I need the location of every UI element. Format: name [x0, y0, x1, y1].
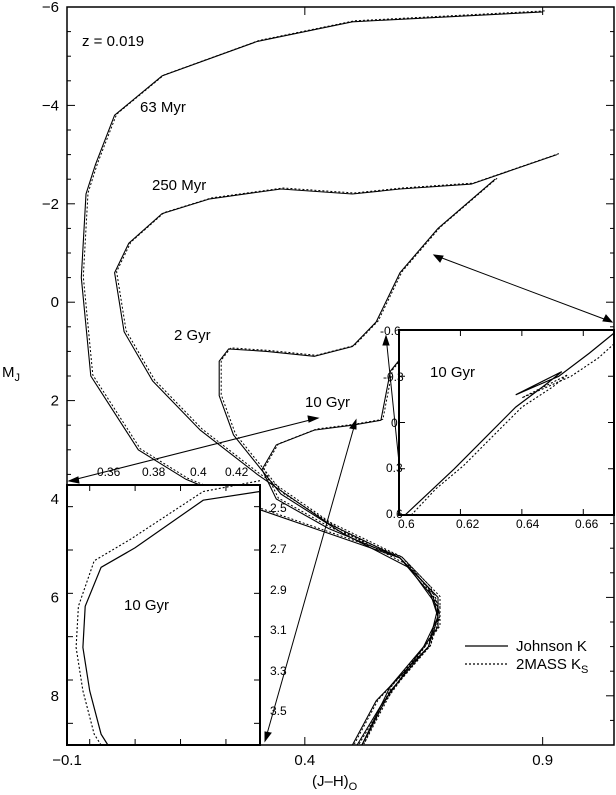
left-inset-label: 10 Gyr — [124, 597, 169, 614]
arrowhead-6 — [67, 476, 80, 484]
right-inset-ytick: 0.3 — [386, 461, 403, 475]
arrowhead-7 — [349, 418, 357, 430]
right-inset-ticks — [398, 329, 614, 516]
isochrone-solid-250-myr — [114, 154, 558, 746]
right-inset-label: 10 Gyr — [430, 364, 475, 381]
right-inset-curves — [404, 332, 615, 516]
arrow-left-upper — [68, 417, 319, 482]
inset-arrows — [67, 254, 614, 743]
left-inset-xtick: 0.4 — [190, 465, 207, 479]
left-inset: 0.36 0.38 0.4 0.42 2.5 2.7 2.9 3.1 3.3 3… — [66, 465, 287, 746]
right-inset-xtick: 0.6 — [398, 517, 415, 531]
isochrone-solid-2-gyr — [218, 178, 496, 746]
isochrone-dotted-250-myr — [116, 153, 560, 745]
y-tick-label: 2 — [51, 393, 59, 410]
legend: Johnson K 2MASS KS — [465, 638, 588, 676]
inset-curve-solid — [82, 490, 261, 746]
left-inset-ytick: 3.3 — [270, 664, 287, 678]
iso-label-63myr: 63 Myr — [140, 99, 186, 116]
right-inset-ytick: 0 — [391, 416, 398, 430]
left-inset-xtick: 0.38 — [142, 465, 166, 479]
arrow-left-lower — [264, 419, 357, 742]
main-curves — [80, 10, 560, 746]
isochrone-dotted-2-gyr — [220, 177, 498, 745]
y-tick-label: 6 — [51, 589, 59, 606]
inset-curve-dotted — [410, 343, 615, 516]
metallicity-annotation: z = 0.019 — [82, 33, 144, 50]
x-tick-label: −0.1 — [52, 752, 82, 769]
right-inset-ytick: 0.6 — [386, 507, 403, 521]
legend-label-johnson: Johnson K — [516, 638, 587, 655]
x-axis-title: (J–H)O — [312, 773, 358, 793]
isochrone-solid-10-gyr — [261, 341, 439, 746]
arrow-right-upper — [433, 254, 613, 323]
y-axis-title: MJ — [2, 364, 20, 384]
x-tick-label: 0.4 — [294, 752, 315, 769]
left-inset-xtick: 0.36 — [97, 465, 121, 479]
left-inset-ytick: 2.7 — [270, 542, 287, 556]
left-inset-ytick: 2.9 — [270, 583, 287, 597]
right-inset-xtick: 0.66 — [575, 517, 599, 531]
left-inset-ytick: 3.1 — [270, 623, 287, 637]
arrowhead-5 — [307, 415, 320, 423]
y-tick-label: 8 — [51, 688, 59, 705]
legend-label-2mass: 2MASS KS — [516, 656, 588, 676]
right-inset-xtick: 0.64 — [516, 517, 540, 531]
arrowhead-3 — [382, 334, 390, 346]
left-inset-frame — [66, 484, 261, 746]
arrowhead-1 — [432, 254, 444, 263]
iso-label-2gyr: 2 Gyr — [174, 327, 211, 344]
left-inset-ticks — [67, 485, 260, 745]
arrowhead-8 — [264, 731, 272, 743]
left-inset-ytick: 2.5 — [270, 501, 287, 515]
right-inset-xtick: 0.62 — [456, 517, 480, 531]
right-inset-ytick: -0.3 — [383, 370, 404, 384]
y-tick-label: 4 — [51, 491, 59, 508]
right-inset-ytick: -0.6 — [380, 324, 401, 338]
tick-labels: −6 −4 −2 0 2 4 6 8 −0.1 0.4 0.9 — [42, 0, 553, 769]
iso-label-250myr: 250 Myr — [152, 177, 206, 194]
isochrone-dotted-63-myr — [82, 10, 545, 745]
y-tick-label: −4 — [42, 97, 59, 114]
iso-label-10gyr: 10 Gyr — [305, 394, 350, 411]
left-inset-xtick: 0.42 — [225, 465, 249, 479]
arrowhead-2 — [602, 314, 614, 323]
y-tick-label: −2 — [42, 196, 59, 213]
x-tick-label: 0.9 — [532, 752, 553, 769]
inset-curve-solid — [404, 332, 615, 516]
y-tick-label: 0 — [51, 294, 59, 311]
right-inset: 0.6 0.62 0.64 0.66 -0.6 -0.3 0 0.3 0.6 1… — [380, 324, 615, 531]
y-tick-label: −6 — [42, 0, 59, 16]
left-inset-curves — [75, 480, 261, 746]
isochrone-dotted-10-gyr — [263, 340, 441, 745]
left-inset-ytick: 3.5 — [270, 704, 287, 718]
